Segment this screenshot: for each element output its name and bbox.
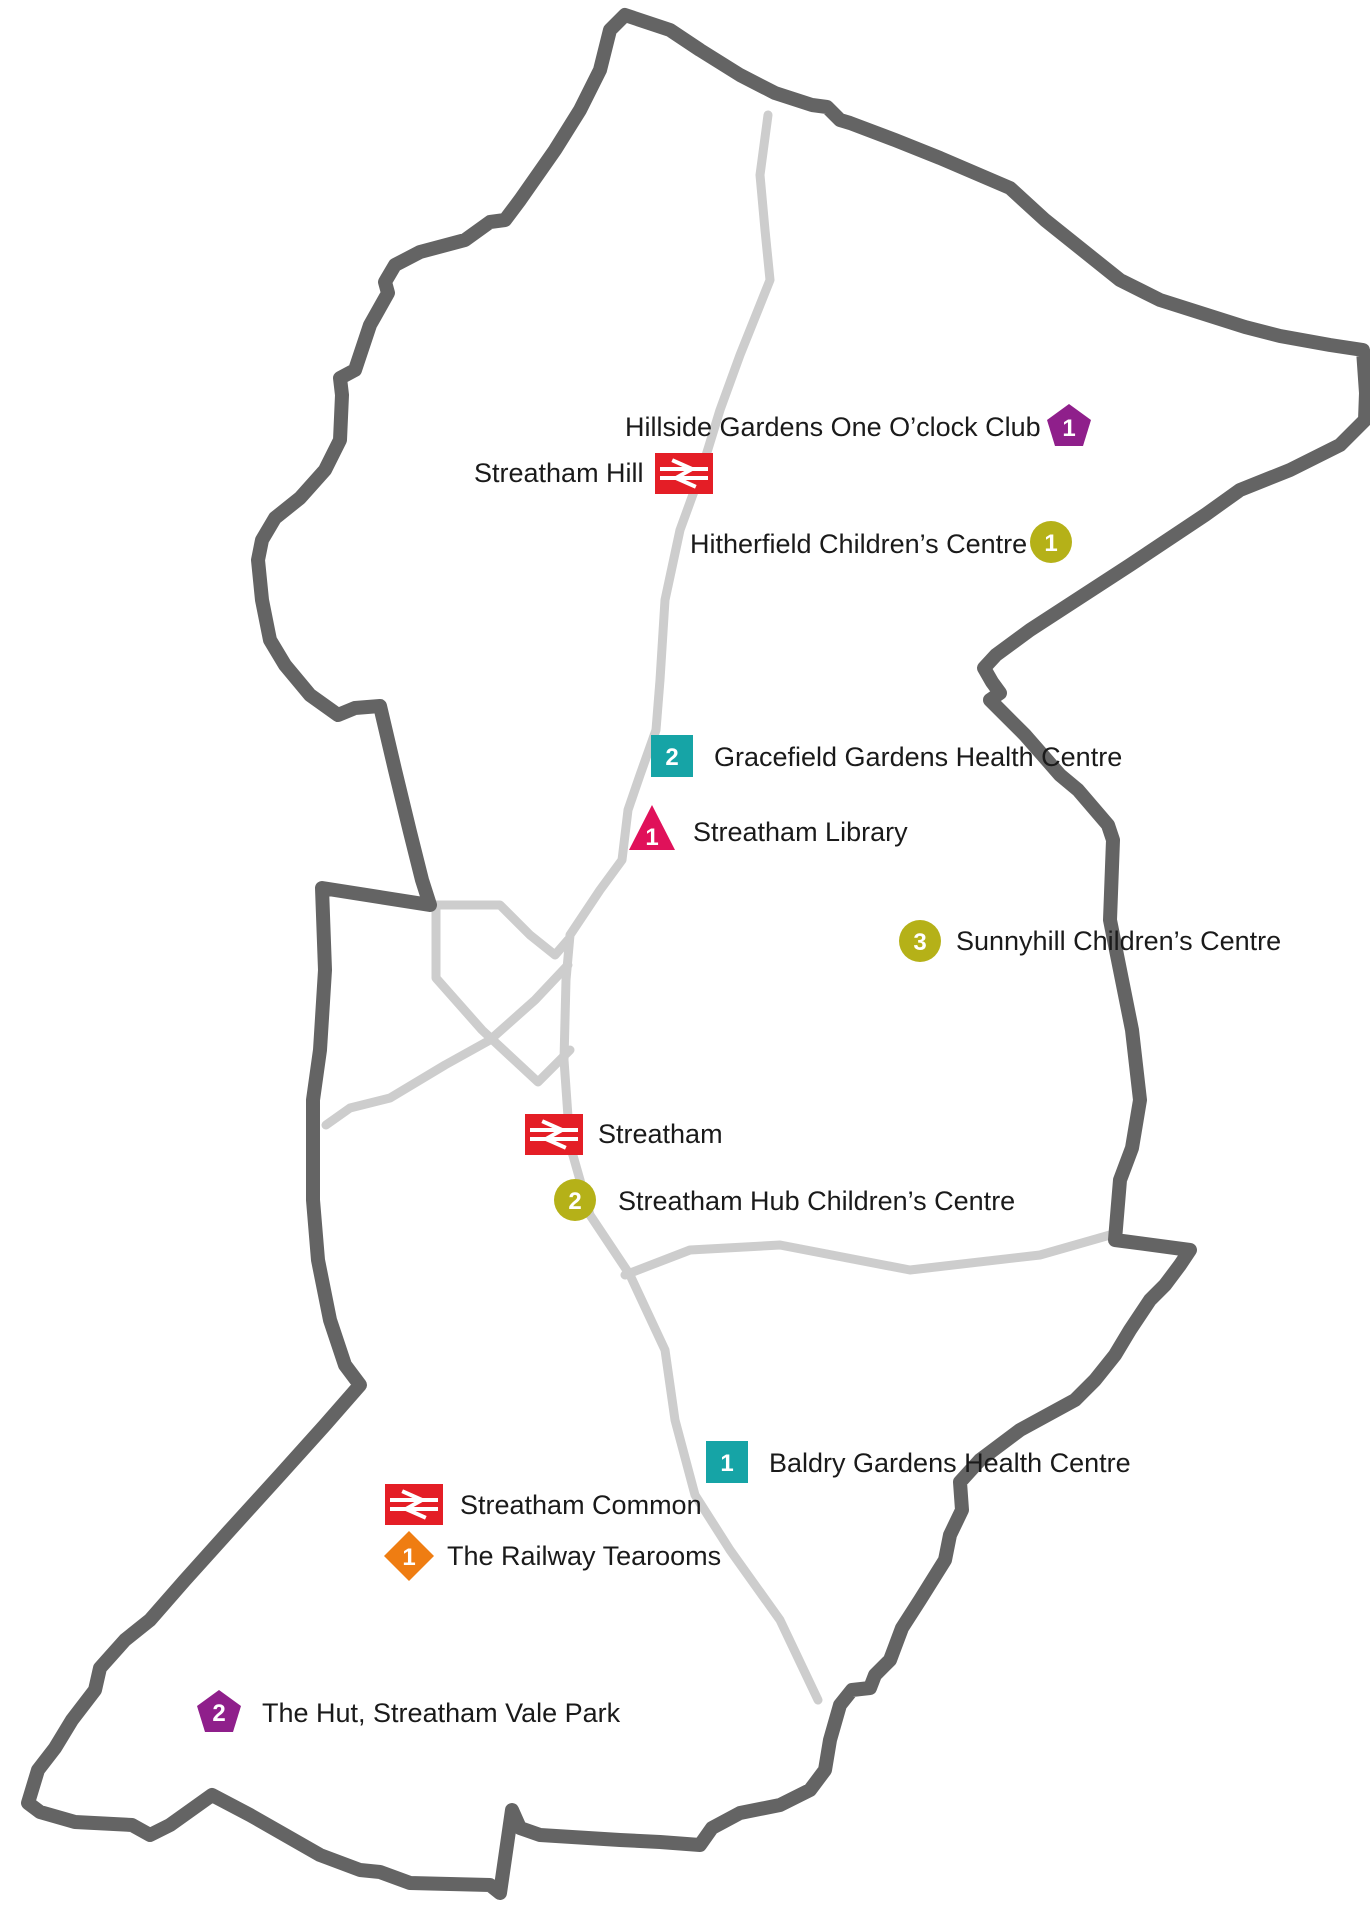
station-label: Streatham Hill	[474, 458, 644, 488]
marker-number: 3	[913, 929, 926, 956]
marker-number: 1	[1044, 530, 1057, 557]
marker-number: 1	[1062, 415, 1075, 442]
place-baldry-gardens: 1 Baldry Gardens Health Centre	[706, 1441, 1131, 1483]
west-road	[321, 960, 573, 1130]
marker-number: 2	[568, 1188, 581, 1215]
marker-number: 2	[212, 1700, 225, 1727]
circle-marker-icon	[554, 1179, 596, 1221]
place-label: The Hut, Streatham Vale Park	[262, 1698, 621, 1728]
marker-number: 1	[402, 1544, 415, 1571]
marker-number: 2	[665, 744, 678, 771]
place-railway-tearooms: 1 The Railway Tearooms	[384, 1531, 721, 1581]
pentagon-marker-icon	[1047, 404, 1091, 446]
square-marker-icon	[706, 1441, 748, 1483]
place-hitherfield: Hitherfield Children’s Centre 1	[690, 521, 1072, 563]
place-label: Hillside Gardens One O’clock Club	[625, 412, 1041, 442]
road-loop	[431, 900, 575, 1087]
circle-marker-icon	[1030, 521, 1072, 563]
east-road	[620, 1230, 1115, 1280]
borough-boundary	[21, 8, 1370, 1900]
diamond-marker-icon	[384, 1531, 434, 1581]
national-rail-icon	[523, 1112, 585, 1157]
place-sunnyhill: 3 Sunnyhill Children’s Centre	[899, 920, 1281, 962]
place-label: Gracefield Gardens Health Centre	[714, 742, 1122, 772]
roads	[321, 110, 1115, 1705]
national-rail-icon	[383, 1482, 445, 1527]
station-label: Streatham	[598, 1119, 723, 1149]
pentagon-marker-icon	[197, 1690, 241, 1732]
station-streatham: Streatham	[523, 1112, 723, 1157]
place-label: Streatham Hub Children’s Centre	[618, 1186, 1015, 1216]
marker-number: 1	[720, 1450, 733, 1477]
place-label: Streatham Library	[693, 817, 908, 847]
place-gracefield: 2 Gracefield Gardens Health Centre	[651, 735, 1122, 777]
place-label: Baldry Gardens Health Centre	[769, 1448, 1131, 1478]
place-hillside-gardens: Hillside Gardens One O’clock Club 1	[625, 404, 1091, 446]
national-rail-icon	[653, 451, 715, 496]
place-label: Hitherfield Children’s Centre	[690, 529, 1027, 559]
marker-number: 1	[645, 824, 658, 851]
circle-marker-icon	[899, 920, 941, 962]
station-label: Streatham Common	[460, 1490, 702, 1520]
place-streatham-library: 1 Streatham Library	[629, 805, 908, 851]
main-road	[559, 110, 823, 1705]
place-label: The Railway Tearooms	[447, 1541, 721, 1571]
triangle-marker-icon	[629, 805, 675, 850]
station-streatham-common: Streatham Common	[383, 1482, 702, 1527]
square-marker-icon	[651, 735, 693, 777]
place-label: Sunnyhill Children’s Centre	[956, 926, 1281, 956]
place-streatham-hub: 2 Streatham Hub Children’s Centre	[554, 1179, 1015, 1221]
place-the-hut: 2 The Hut, Streatham Vale Park	[197, 1690, 621, 1732]
station-streatham-hill: Streatham Hill	[474, 451, 715, 496]
